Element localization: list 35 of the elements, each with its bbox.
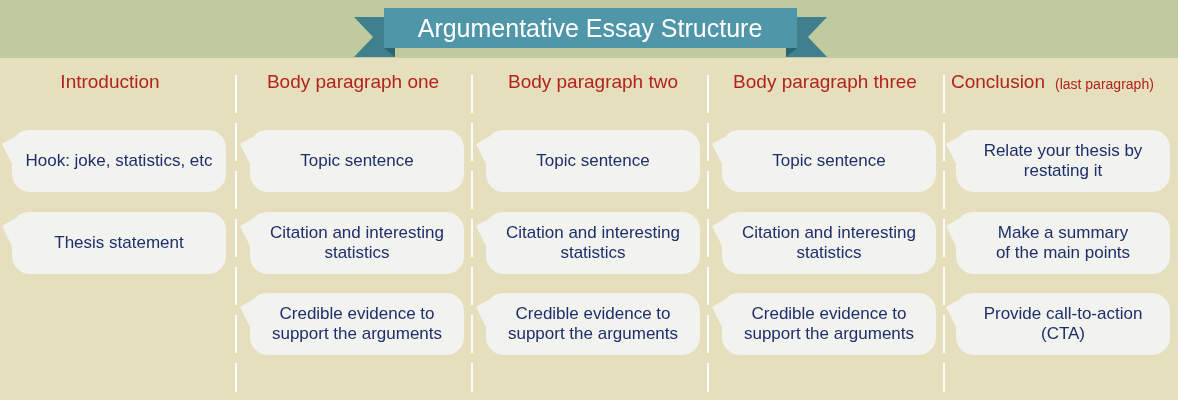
speech-bubble — [712, 130, 936, 192]
column-heading: Body paragraph two — [507, 71, 679, 93]
bubble-text: Make a summary of the main points — [994, 223, 1132, 263]
column-heading: Body paragraph one — [266, 71, 440, 93]
speech-bubble — [946, 212, 1170, 274]
speech-bubble — [2, 212, 226, 274]
column-heading: (last paragraph) — [1055, 76, 1154, 93]
title: Argumentative Essay Structure — [417, 13, 763, 43]
bubble-text: Provide call-to-action (CTA) — [982, 304, 1144, 344]
speech-bubble — [240, 212, 464, 274]
speech-bubble — [946, 293, 1170, 355]
bubble-text: Relate your thesis by restating it — [982, 141, 1144, 181]
bubble-text: Topic sentence — [536, 151, 650, 171]
bubble-text: Credible evidence to support the arguments — [742, 304, 916, 344]
speech-bubble — [240, 293, 464, 355]
bubble-text: Citation and interesting statistics — [505, 223, 681, 263]
bubble-text: Citation and interesting statistics — [741, 223, 917, 263]
speech-bubble — [476, 293, 700, 355]
bubble-text: Citation and interesting statistics — [269, 223, 445, 263]
speech-bubble — [240, 130, 464, 192]
bubble-text: Credible evidence to support the arguments — [506, 304, 680, 344]
bubble-text: Topic sentence — [772, 151, 886, 171]
speech-bubble — [712, 293, 936, 355]
speech-bubble — [712, 212, 936, 274]
column-heading: Introduction — [60, 71, 160, 93]
bubble-text: Hook: joke, statistics, etc — [25, 151, 213, 171]
column-heading: Conclusion — [951, 71, 1045, 93]
speech-bubble — [2, 130, 226, 192]
bubble-text: Thesis statement — [54, 233, 184, 253]
speech-bubble — [476, 212, 700, 274]
speech-bubble — [476, 130, 700, 192]
bubble-text: Credible evidence to support the arguments — [270, 304, 444, 344]
bubble-text: Topic sentence — [300, 151, 414, 171]
speech-bubble — [946, 130, 1170, 192]
column-heading: Body paragraph three — [733, 71, 917, 93]
